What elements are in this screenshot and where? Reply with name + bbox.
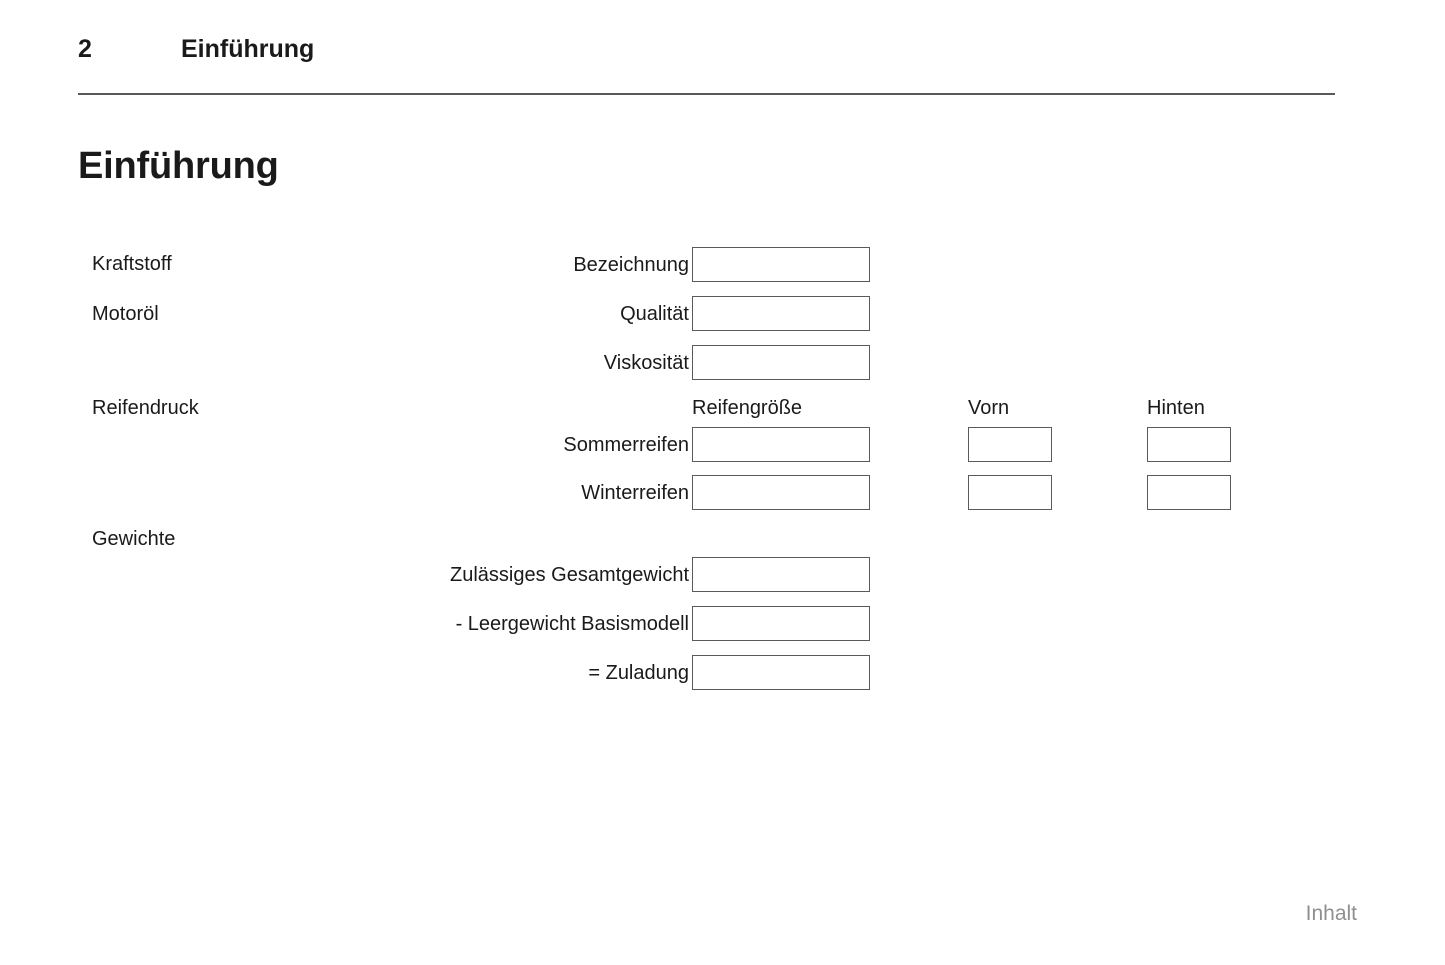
field-label-zulaessiges-gesamtgewicht: Zulässiges Gesamtgewicht bbox=[450, 564, 689, 586]
header-divider bbox=[78, 93, 1335, 95]
page-title: Einführung bbox=[78, 145, 279, 188]
section-label-motoroel: Motoröl bbox=[92, 303, 159, 325]
field-input-sommerreifen-reifengroesse[interactable] bbox=[692, 427, 870, 462]
field-input-winterreifen-reifengroesse[interactable] bbox=[692, 475, 870, 510]
section-label-gewichte: Gewichte bbox=[92, 528, 176, 550]
page-number: 2 bbox=[78, 35, 92, 63]
field-label-sommerreifen: Sommerreifen bbox=[563, 434, 689, 456]
field-input-sommerreifen-vorn[interactable] bbox=[968, 427, 1052, 462]
field-input-winterreifen-hinten[interactable] bbox=[1147, 475, 1231, 510]
field-input-bezeichnung[interactable] bbox=[692, 247, 870, 282]
field-input-winterreifen-vorn[interactable] bbox=[968, 475, 1052, 510]
field-input-zuladung[interactable] bbox=[692, 655, 870, 690]
field-input-sommerreifen-hinten[interactable] bbox=[1147, 427, 1231, 462]
field-label-bezeichnung: Bezeichnung bbox=[573, 254, 689, 276]
section-label-reifendruck: Reifendruck bbox=[92, 397, 199, 419]
field-input-qualitaet[interactable] bbox=[692, 296, 870, 331]
field-input-leergewicht-basismodell[interactable] bbox=[692, 606, 870, 641]
footer-link-inhalt[interactable]: Inhalt bbox=[1305, 902, 1357, 925]
column-header-reifengroesse: Reifengröße bbox=[692, 397, 803, 419]
running-header: 2 Einführung bbox=[78, 34, 1335, 76]
field-input-zulaessiges-gesamtgewicht[interactable] bbox=[692, 557, 870, 592]
column-header-vorn: Vorn bbox=[968, 397, 1010, 419]
section-label-kraftstoff: Kraftstoff bbox=[92, 253, 172, 275]
field-input-viskositaet[interactable] bbox=[692, 345, 870, 380]
field-label-leergewicht-basismodell: - Leergewicht Basismodell bbox=[455, 613, 689, 635]
field-label-winterreifen: Winterreifen bbox=[581, 482, 689, 504]
field-label-qualitaet: Qualität bbox=[620, 303, 689, 325]
column-header-hinten: Hinten bbox=[1147, 397, 1205, 419]
field-label-zuladung: = Zuladung bbox=[588, 662, 689, 684]
field-label-viskositaet: Viskosität bbox=[603, 352, 689, 374]
header-chapter-title: Einführung bbox=[181, 35, 315, 63]
